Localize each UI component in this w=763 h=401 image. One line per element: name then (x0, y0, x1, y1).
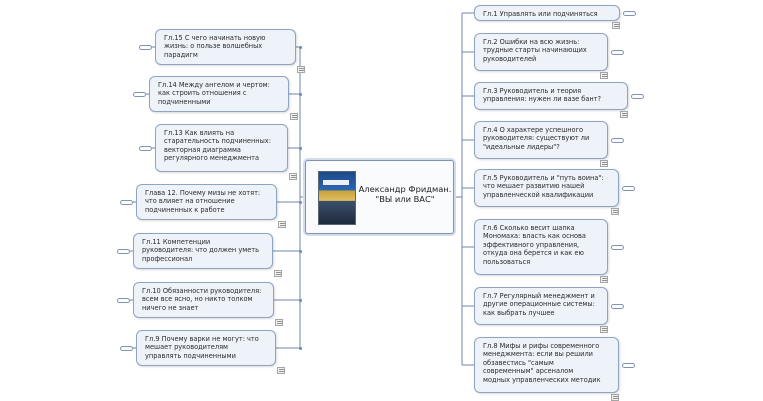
connector-dot (299, 201, 302, 204)
collapse-pill-icon[interactable] (623, 11, 636, 16)
note-icon[interactable] (600, 326, 608, 333)
left-branch-node-1[interactable]: Гл.15 С чего начинать новую жизнь: о пол… (155, 29, 296, 65)
right-branch-node-6[interactable]: Гл.6 Сколько весит шапка Мономаха: власт… (474, 219, 608, 275)
collapse-pill-icon[interactable] (120, 200, 133, 205)
note-icon[interactable] (600, 160, 608, 167)
right-branch-node-7[interactable]: Гл.7 Регулярный менеджмент и другие опер… (474, 287, 608, 325)
collapse-pill-icon[interactable] (622, 363, 635, 368)
note-icon[interactable] (274, 270, 282, 277)
right-branch-node-4[interactable]: Гл.4 О характере успешного руководителя:… (474, 121, 608, 159)
note-icon[interactable] (600, 276, 608, 283)
book-cover-image (318, 171, 356, 225)
connector-dot (299, 347, 302, 350)
left-branch-node-7[interactable]: Гл.9 Почему варки не могут: что мешает р… (136, 330, 276, 366)
connector-dot (299, 250, 302, 253)
central-topic-title: Александр Фридман. "ВЫ или ВАС" (358, 184, 452, 204)
collapse-pill-icon[interactable] (611, 245, 624, 250)
collapse-pill-icon[interactable] (120, 346, 133, 351)
note-icon[interactable] (278, 221, 286, 228)
left-branch-node-4[interactable]: Глава 12. Почему мизы не хотят: что влия… (136, 184, 277, 220)
collapse-pill-icon[interactable] (611, 304, 624, 309)
note-icon[interactable] (611, 394, 619, 401)
note-icon[interactable] (289, 173, 297, 180)
note-icon[interactable] (612, 22, 620, 29)
collapse-pill-icon[interactable] (139, 45, 152, 50)
left-branch-node-5[interactable]: Гл.11 Компетенции руководителя: что долж… (133, 233, 273, 269)
right-branch-node-8[interactable]: Гл.8 Мифы и рифы современного менеджмент… (474, 337, 619, 393)
note-icon[interactable] (620, 111, 628, 118)
connector-dot (299, 147, 302, 150)
note-icon[interactable] (277, 367, 285, 374)
right-branch-node-1[interactable]: Гл.1 Управлять или подчиняться (474, 5, 620, 21)
connector-dot (299, 93, 302, 96)
left-branch-node-3[interactable]: Гл.13 Как влиять на старательность подчи… (155, 124, 288, 172)
collapse-pill-icon[interactable] (611, 138, 624, 143)
collapse-pill-icon[interactable] (611, 50, 624, 55)
central-topic[interactable]: Александр Фридман. "ВЫ или ВАС" (305, 160, 454, 234)
left-branch-node-6[interactable]: Гл.10 Обязанности руководителя: всем все… (133, 282, 274, 318)
note-icon[interactable] (600, 72, 608, 79)
collapse-pill-icon[interactable] (139, 146, 152, 151)
collapse-pill-icon[interactable] (622, 186, 635, 191)
connector-dot (299, 46, 302, 49)
connector-dot (299, 299, 302, 302)
right-branch-node-3[interactable]: Гл.3 Руководитель и теория управления: н… (474, 82, 628, 110)
right-branch-node-5[interactable]: Гл.5 Руководитель и "путь воина": что ме… (474, 169, 619, 207)
note-icon[interactable] (297, 66, 305, 73)
collapse-pill-icon[interactable] (631, 94, 644, 99)
collapse-pill-icon[interactable] (117, 298, 130, 303)
left-branch-node-2[interactable]: Гл.14 Между ангелом и чертом: как строит… (149, 76, 289, 112)
note-icon[interactable] (611, 208, 619, 215)
note-icon[interactable] (290, 113, 298, 120)
right-branch-node-2[interactable]: Гл.2 Ошибки на всю жизнь: трудные старты… (474, 33, 608, 71)
note-icon[interactable] (275, 319, 283, 326)
collapse-pill-icon[interactable] (133, 92, 146, 97)
collapse-pill-icon[interactable] (117, 249, 130, 254)
